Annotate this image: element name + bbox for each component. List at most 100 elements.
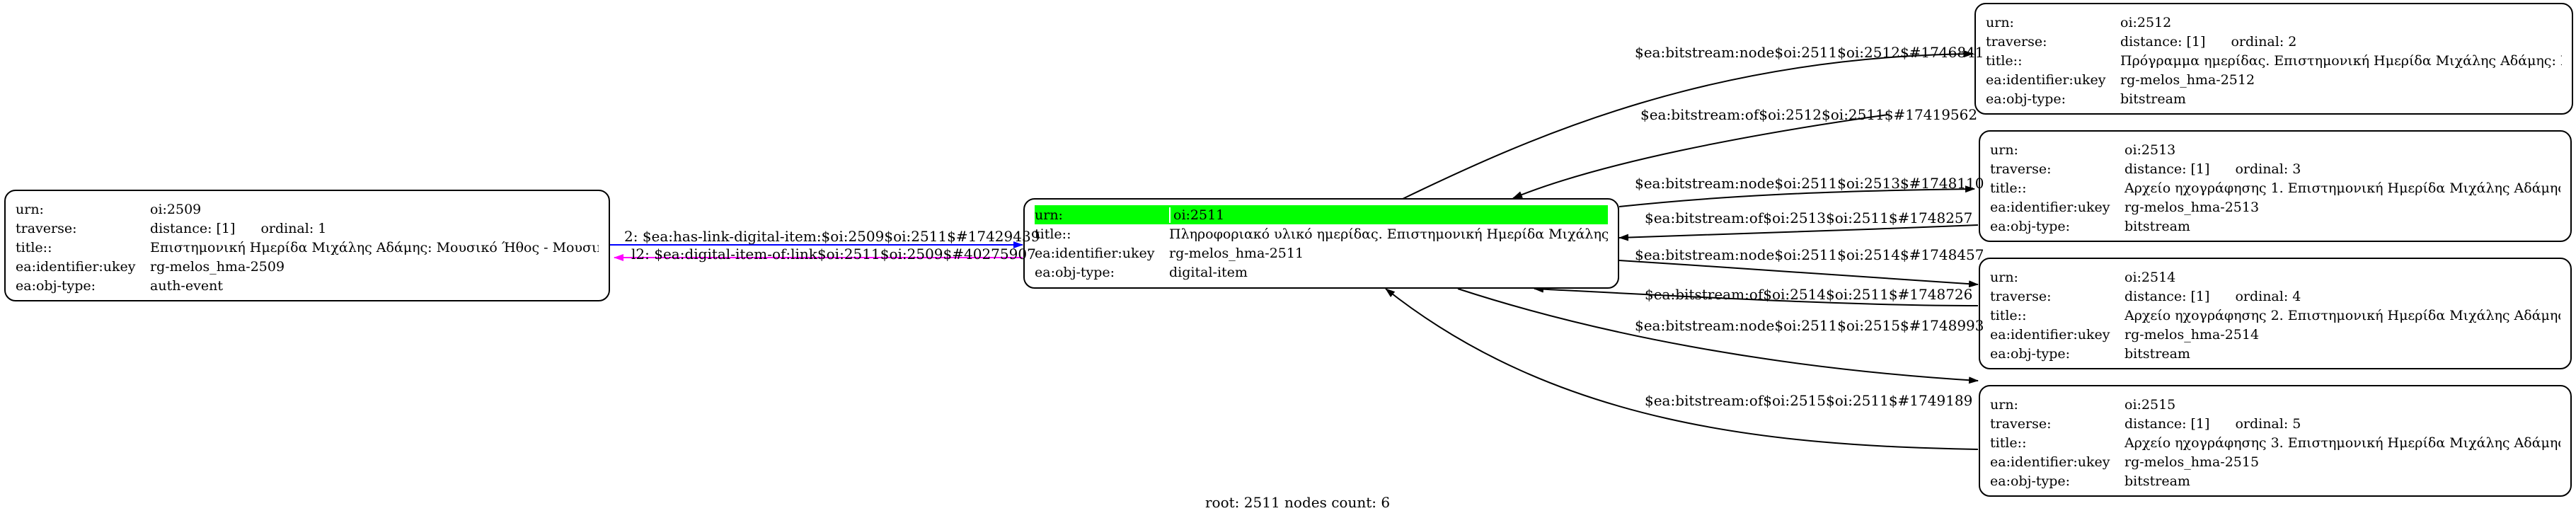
graph-footer: root: 2511 nodes count: 6	[1205, 494, 1391, 511]
node-oi-2513[interactable]: urn: oi:2513 traverse: distance: [1] ordina…	[1979, 130, 2572, 242]
distance-value: distance: [1]	[2124, 415, 2210, 432]
node-row-obj-type: ea:obj-type:bitstream	[1990, 344, 2560, 363]
field-key: urn:	[1990, 396, 2018, 413]
ordinal-value: ordinal: 5	[2235, 415, 2301, 432]
node-oi-2511[interactable]: urn:oi:2511 title::Πληροφοριακό υλικό ημ…	[1023, 198, 1619, 289]
distance-value: distance: [1]	[2120, 33, 2206, 50]
edge-label-of-2513: $ea:bitstream:of$oi:2513$oi:2511$#174825…	[1645, 209, 1973, 226]
node-row-traverse: traverse:distance: [1]ordinal: 1	[16, 219, 599, 238]
node-row-ukey: ea:identifier:ukey rg-melos_hma-2513	[1990, 197, 2560, 217]
field-value: oi:2509	[150, 201, 202, 217]
field-key: title::	[16, 239, 52, 255]
node-oi-2514[interactable]: urn: oi:2514 traverse: distance: [1] ordina…	[1979, 258, 2572, 369]
field-value: Αρχείο ηχογράφησης 2. Επιστημονική Ημερί…	[2124, 307, 2560, 323]
field-value: rg-melos_hma-2511	[1169, 245, 1304, 261]
node-row-urn: urn: oi:2509	[16, 200, 599, 219]
field-value: Αρχείο ηχογράφησης 3. Επιστημονική Ημερί…	[2124, 434, 2560, 451]
node-row-obj-type: ea:obj-type:bitstream	[1990, 217, 2560, 236]
field-key: traverse:	[1990, 288, 2052, 304]
node-row-title: title::Πρόγραμμα ημερίδας. Επιστημονική …	[1986, 51, 2562, 70]
field-value: distance: [1] ordinal: 3	[2124, 161, 2560, 177]
ordinal-value: ordinal: 3	[2235, 161, 2301, 177]
field-key: title::	[1986, 52, 2023, 69]
field-value: oi:2512	[2120, 14, 2172, 30]
node-oi-2509[interactable]: urn: oi:2509 traverse:distance: [1]ordina…	[4, 190, 610, 301]
edge-label-of-2515: $ea:bitstream:of$oi:2515$oi:2511$#174918…	[1645, 392, 1973, 409]
node-row-title: title::Αρχείο ηχογράφησης 2. Επιστημονικ…	[1990, 306, 2560, 325]
field-value: oi:2514	[2124, 269, 2176, 285]
node-oi-2512[interactable]: urn:oi:2512 traverse: distance: [1] ordina…	[1974, 3, 2573, 115]
node-row-obj-type: ea:obj-type: bitstream	[1986, 89, 2562, 108]
field-value: bitstream	[2124, 473, 2190, 489]
field-key: title::	[1035, 226, 1071, 242]
edge-label-node-2515: $ea:bitstream:node$oi:2511$oi:2515$#1748…	[1635, 317, 1984, 334]
field-value: rg-melos_hma-2513	[2124, 199, 2260, 215]
edge-of-2514	[1534, 285, 1979, 306]
field-value: rg-melos_hma-2509	[150, 258, 285, 275]
ordinal-value: ordinal: 2	[2231, 33, 2297, 50]
field-key: ea:identifier:ukey	[1990, 199, 2110, 215]
field-value: oi:2515	[2124, 396, 2176, 413]
edge-of-2513	[1618, 224, 1979, 241]
field-value: auth-event	[150, 277, 223, 294]
edge-node-2515	[1457, 288, 1979, 384]
field-value: distance: [1]ordinal: 1	[150, 221, 599, 236]
node-row-urn: urn:oi:2511	[1035, 205, 1608, 224]
field-key: traverse:	[1990, 415, 2052, 432]
node-row-traverse: traverse: distance: [1] ordinal: 5	[1990, 414, 2560, 433]
field-value: oi:2513	[2124, 142, 2176, 158]
node-row-urn: urn: oi:2513	[1990, 140, 2560, 159]
distance-value: distance: [1]	[2124, 161, 2210, 177]
field-key: title::	[1990, 307, 2027, 323]
field-value: distance: [1] ordinal: 4	[2124, 289, 2560, 304]
node-row-ukey: ea:identifier:ukey rg-melos_hma-2514	[1990, 325, 2560, 344]
field-key: urn:	[16, 201, 44, 217]
field-value: distance: [1] ordinal: 5	[2124, 416, 2560, 432]
node-row-urn: urn: oi:2515	[1990, 395, 2560, 414]
field-key: urn:	[1035, 207, 1171, 223]
field-key: ea:identifier:ukey	[1035, 245, 1155, 261]
field-key: urn:	[1990, 269, 2018, 285]
field-value: distance: [1] ordinal: 2	[2120, 34, 2562, 50]
edge-label-of-2514: $ea:bitstream:of$oi:2514$oi:2511$#174872…	[1645, 286, 1973, 303]
field-value: Πληροφοριακό υλικό ημερίδας. Επιστημονικ…	[1169, 226, 1608, 242]
edge-of-2512	[1512, 114, 1889, 199]
field-key: ea:identifier:ukey	[1990, 454, 2110, 470]
distance-value: distance: [1]	[2124, 288, 2210, 304]
field-value: rg-melos_hma-2515	[2124, 454, 2260, 470]
node-oi-2515[interactable]: urn: oi:2515 traverse: distance: [1] ordina…	[1979, 385, 2572, 497]
ordinal-value: ordinal: 1	[260, 220, 327, 236]
field-value: digital-item	[1169, 264, 1248, 280]
edge-label-node-2514: $ea:bitstream:node$oi:2511$oi:2514$#1748…	[1635, 246, 1984, 263]
node-row-ukey: ea:identifier:ukey rg-melos_hma-2515	[1990, 452, 2560, 471]
field-key: ea:obj-type:	[1035, 264, 1115, 280]
node-row-traverse: traverse: distance: [1] ordinal: 3	[1990, 159, 2560, 178]
field-key: ea:obj-type:	[1990, 473, 2071, 489]
field-key: ea:identifier:ukey	[1990, 326, 2110, 343]
node-row-title: title::Πληροφοριακό υλικό ημερίδας. Επισ…	[1035, 224, 1608, 243]
field-value: rg-melos_hma-2514	[2124, 326, 2260, 343]
field-value: rg-melos_hma-2512	[2120, 71, 2255, 88]
ordinal-value: ordinal: 4	[2235, 288, 2301, 304]
node-row-title: title::Αρχείο ηχογράφησης 1. Επιστημονικ…	[1990, 178, 2560, 197]
field-value: bitstream	[2120, 91, 2186, 107]
node-row-traverse: traverse: distance: [1] ordinal: 4	[1990, 287, 2560, 306]
field-key: traverse:	[1986, 33, 2047, 50]
edge-label-of-2512: $ea:bitstream:of$oi:2512$oi:2511$#174195…	[1640, 106, 1978, 123]
field-key: ea:obj-type:	[16, 277, 96, 294]
field-key: traverse:	[1990, 161, 2052, 177]
node-row-obj-type: ea:obj-type: bitstream	[1990, 471, 2560, 490]
field-key: title::	[1990, 434, 2027, 451]
node-row-urn: urn: oi:2514	[1990, 267, 2560, 287]
field-value: oi:2511	[1173, 207, 1225, 223]
field-key: urn:	[1990, 142, 2018, 158]
node-row-traverse: traverse: distance: [1] ordinal: 2	[1986, 32, 2562, 51]
node-row-ukey: ea:identifier:ukey rg-melos_hma-2511	[1035, 243, 1608, 263]
node-row-urn: urn:oi:2512	[1986, 13, 2562, 32]
field-value: Επιστημονική Ημερίδα Μιχάλης Αδάμης: Μου…	[150, 239, 599, 255]
edge-label-node-2513: $ea:bitstream:node$oi:2511$oi:2513$#1748…	[1635, 175, 1984, 192]
field-key: ea:obj-type:	[1986, 91, 2066, 107]
node-row-obj-type: ea:obj-type: digital-item	[1035, 263, 1608, 282]
